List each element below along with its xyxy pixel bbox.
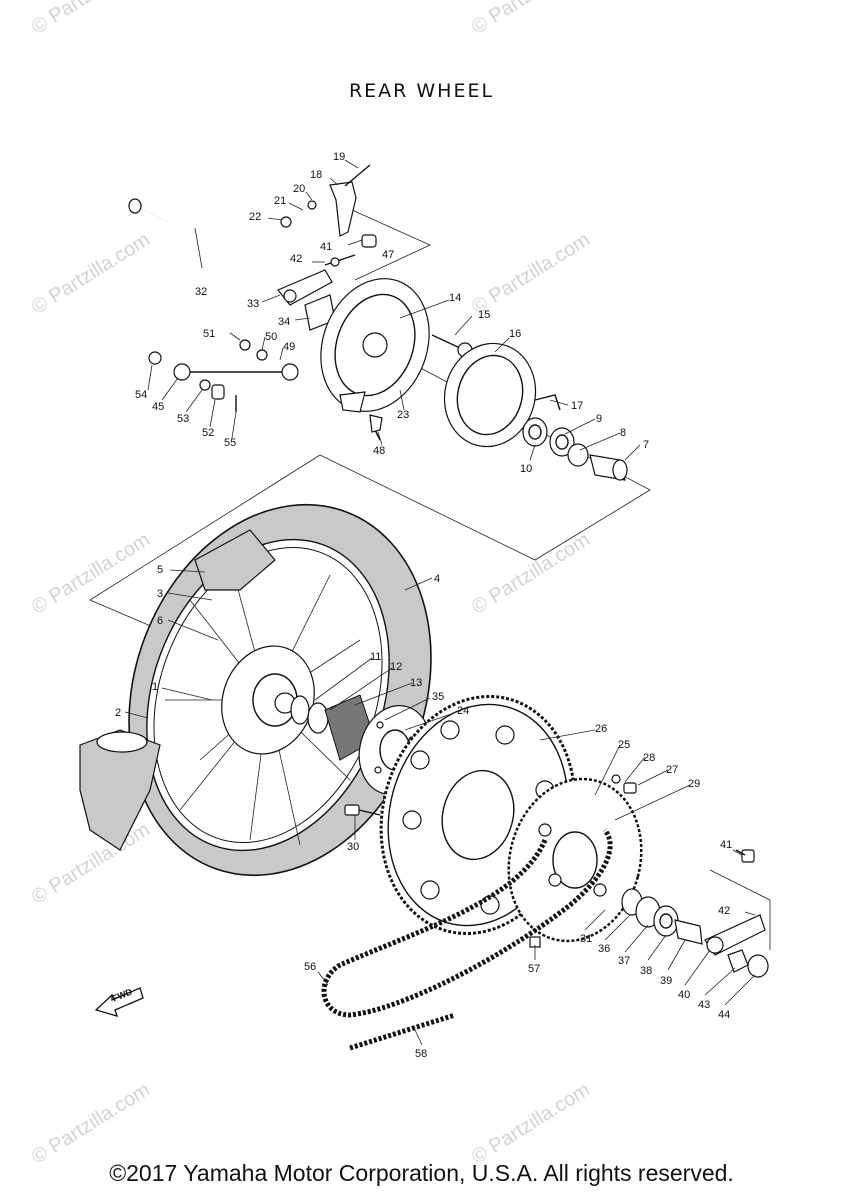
callout-52: 52 — [202, 427, 214, 439]
assembly-outline-wheel — [89, 454, 321, 601]
callout-37: 37 — [618, 955, 630, 967]
callout-8: 8 — [620, 427, 626, 439]
rim-spokes — [165, 559, 361, 846]
callout-44: 44 — [718, 1009, 730, 1021]
callout-49: 49 — [283, 341, 295, 353]
callout-35: 35 — [432, 691, 444, 703]
callout-28: 28 — [643, 752, 655, 764]
callout-54: 54 — [135, 389, 147, 401]
callout-39: 39 — [660, 975, 672, 987]
callout-55: 55 — [224, 437, 236, 449]
assembly-outline-upper — [351, 209, 431, 281]
sprocket-bolts — [611, 774, 637, 794]
callout-12: 12 — [390, 661, 402, 673]
callout-26: 26 — [595, 723, 607, 735]
callout-1: 1 — [152, 681, 158, 693]
callout-48: 48 — [373, 445, 385, 457]
leader-lines — [124, 159, 756, 1046]
copyright-notice: ©2017 Yamaha Motor Corporation, U.S.A. A… — [109, 1160, 734, 1186]
callout-27: 27 — [666, 764, 678, 776]
callout-41-upper: 41 — [320, 241, 332, 253]
callout-45: 45 — [152, 401, 164, 413]
callout-42-upper: 42 — [290, 253, 302, 265]
callout-34: 34 — [278, 316, 290, 328]
axle — [128, 198, 301, 286]
callout-13: 13 — [410, 677, 422, 689]
callout-50: 50 — [265, 331, 277, 343]
callout-56: 56 — [304, 961, 316, 973]
callout-57: 57 — [528, 963, 540, 975]
callout-9: 9 — [596, 413, 602, 425]
brake-shoes — [443, 342, 561, 448]
callout-17: 17 — [571, 400, 583, 412]
callout-24: 24 — [457, 705, 469, 717]
callout-10: 10 — [520, 463, 532, 475]
callout-21: 21 — [274, 195, 286, 207]
callout-3: 3 — [157, 588, 163, 600]
tire-section — [79, 529, 276, 851]
callout-58: 58 — [415, 1048, 427, 1060]
callout-5: 5 — [157, 564, 163, 576]
callout-15: 15 — [478, 309, 490, 321]
callout-51: 51 — [203, 328, 215, 340]
callout-18: 18 — [310, 169, 322, 181]
brake-panel — [320, 278, 430, 441]
torque-link — [277, 269, 336, 331]
callout-25: 25 — [618, 739, 630, 751]
callout-47: 47 — [382, 249, 394, 261]
callout-labels: 19 18 20 21 22 41 47 42 32 33 34 14 15 1… — [115, 151, 732, 1060]
callout-6: 6 — [157, 615, 163, 627]
callout-40: 40 — [678, 989, 690, 1001]
callout-16: 16 — [509, 328, 521, 340]
callout-23: 23 — [397, 409, 409, 421]
callout-20: 20 — [293, 183, 305, 195]
callout-19: 19 — [333, 151, 345, 163]
callout-4: 4 — [434, 573, 440, 585]
callout-38: 38 — [640, 965, 652, 977]
callout-41-lower: 41 — [720, 839, 732, 851]
callout-14: 14 — [449, 292, 461, 304]
fwd-arrow-icon — [94, 987, 144, 1017]
callout-30: 30 — [347, 841, 359, 853]
callout-43: 43 — [698, 999, 710, 1011]
callout-31: 31 — [580, 933, 592, 945]
brake-arm — [280, 164, 377, 267]
callout-32: 32 — [195, 286, 207, 298]
callout-7: 7 — [643, 439, 649, 451]
bearing-stack — [522, 417, 628, 481]
callout-36: 36 — [598, 943, 610, 955]
diagram-title: REAR WHEEL — [348, 80, 495, 102]
tension-bar — [148, 339, 383, 433]
callout-11: 11 — [370, 651, 381, 663]
hub-bolt — [344, 804, 381, 816]
callout-53: 53 — [177, 413, 189, 425]
callout-29: 29 — [688, 778, 700, 790]
axle-right-parts — [621, 849, 769, 978]
callout-33: 33 — [247, 298, 259, 310]
assembly-outline-right — [709, 869, 771, 950]
callout-2: 2 — [115, 707, 121, 719]
callout-42-lower: 42 — [718, 905, 730, 917]
drive-sprocket — [507, 777, 643, 943]
callout-22: 22 — [249, 211, 261, 223]
